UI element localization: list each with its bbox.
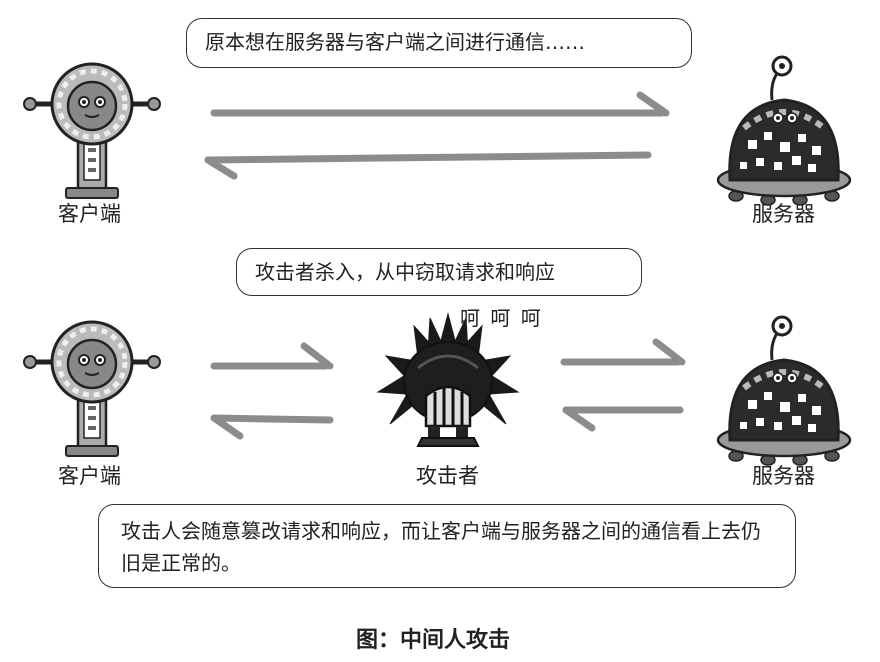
bottom-message-text: 攻击人会随意篡改请求和响应，而让客户端与服务器之间的通信看上去仍旧是正常的。 [121, 519, 761, 575]
arrow-left-icon [562, 406, 684, 432]
server-label: 服务器 [752, 464, 815, 488]
attacker-label: 攻击者 [416, 464, 479, 488]
top-message-bubble: 原本想在服务器与客户端之间进行通信…… [186, 18, 692, 68]
arrow-left-icon [210, 414, 334, 440]
server-robot-icon [718, 57, 850, 205]
top-message-text: 原本想在服务器与客户端之间进行通信…… [205, 30, 585, 54]
client-robot-icon [24, 64, 160, 198]
client-label: 客户端 [58, 464, 121, 488]
server-label: 服务器 [752, 202, 815, 226]
arrow-right-icon [210, 91, 670, 117]
arrow-right-icon [210, 342, 334, 370]
client-label: 客户端 [58, 202, 121, 226]
arrow-left-icon [204, 151, 652, 180]
bottom-message-bubble: 攻击人会随意篡改请求和响应，而让客户端与服务器之间的通信看上去仍旧是正常的。 [98, 504, 796, 588]
middle-message-text: 攻击者杀入，从中窃取请求和响应 [255, 260, 555, 284]
middle-message-bubble: 攻击者杀入，从中窃取请求和响应 [236, 248, 642, 296]
attacker-laugh: 呵 呵 呵 [460, 306, 543, 330]
figure-caption: 图：中间人攻击 [356, 628, 511, 653]
attacker-icon [376, 312, 520, 447]
server-robot-icon [718, 317, 850, 465]
client-robot-icon [24, 322, 160, 456]
arrow-right-icon [560, 338, 686, 366]
